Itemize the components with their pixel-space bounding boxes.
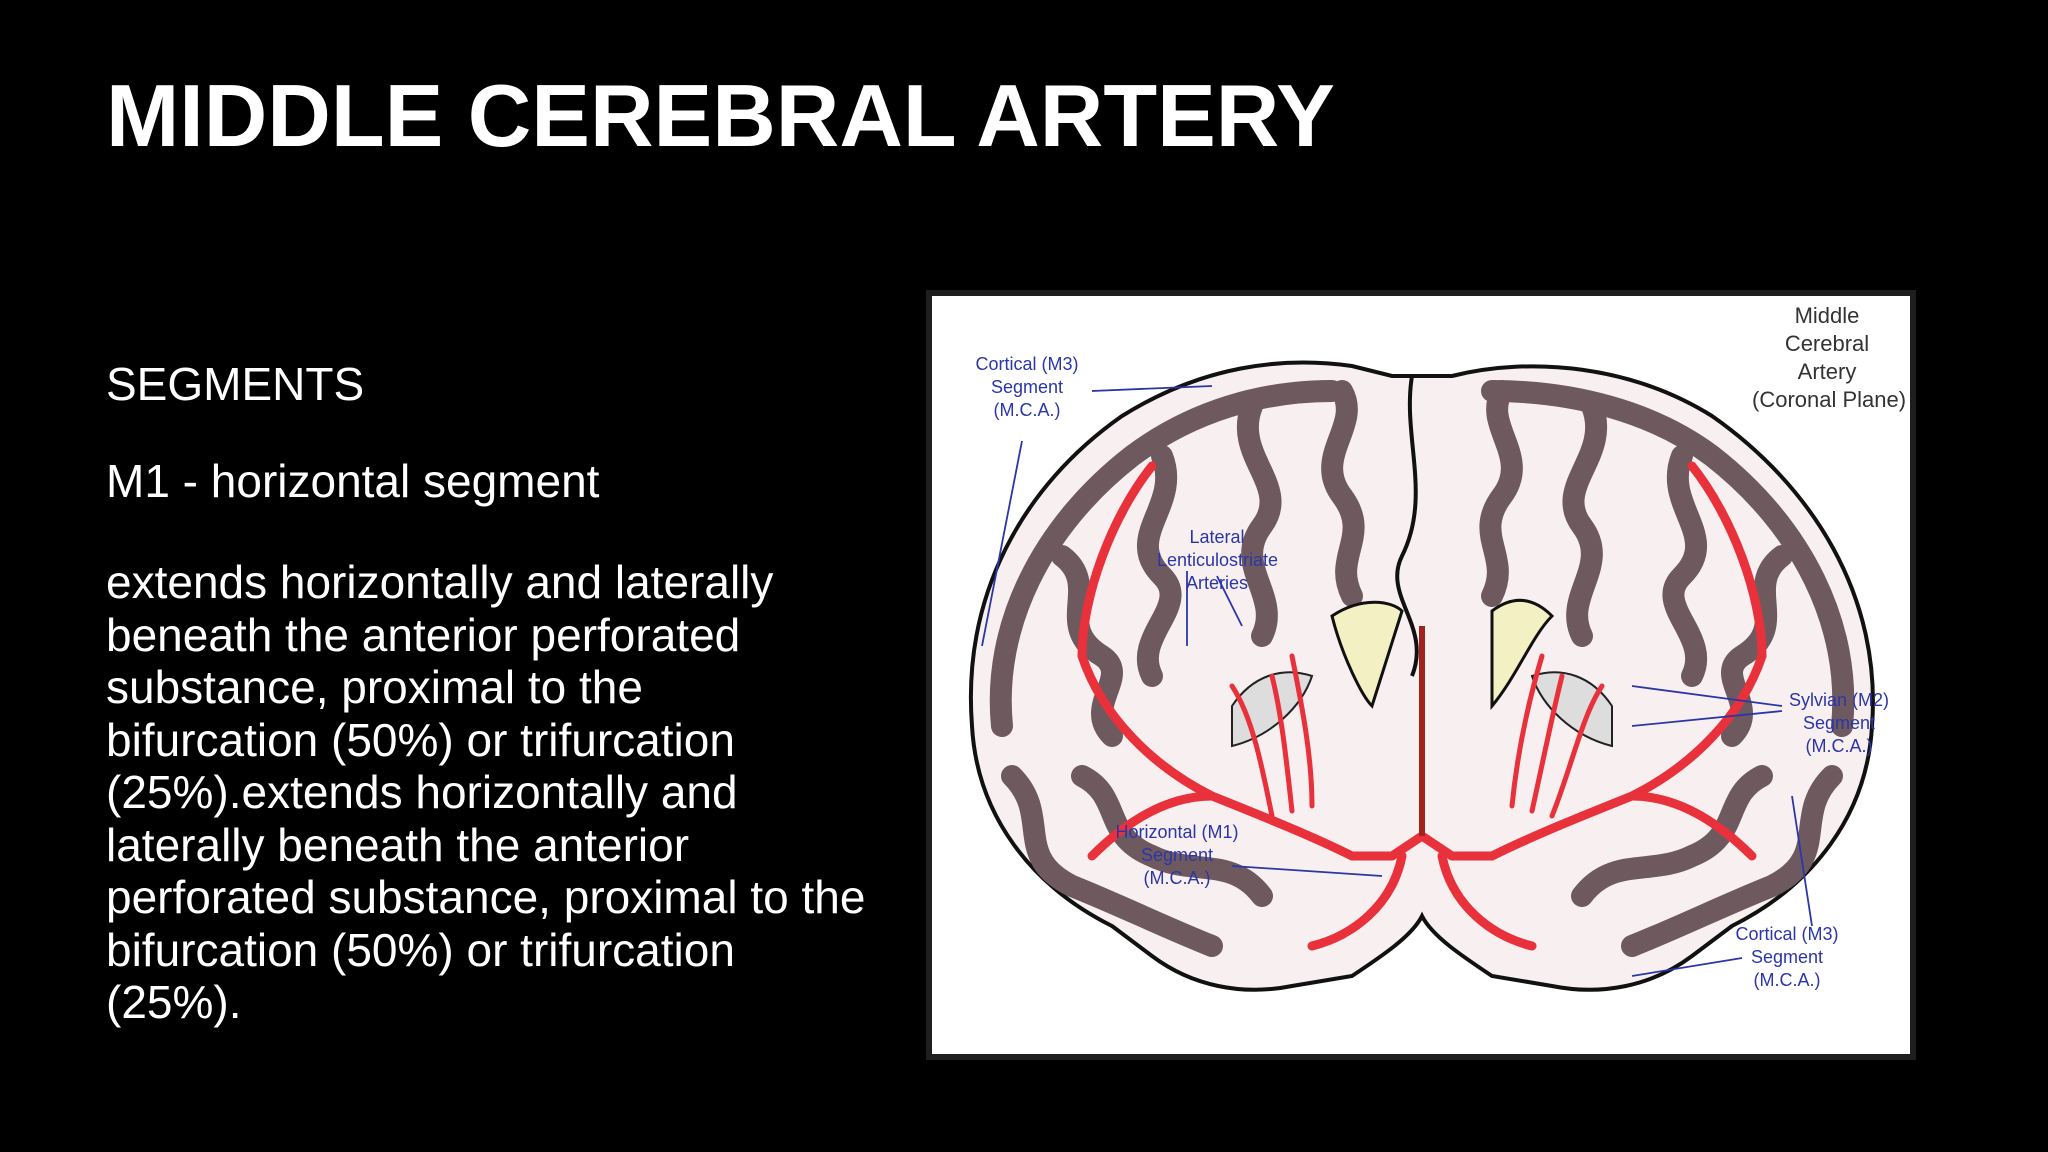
left-lateral-ventricle (1330, 600, 1404, 709)
interhemispheric-fissure (1395, 375, 1419, 677)
segment-description: extends horizontally and laterally benea… (106, 556, 866, 1028)
mca-diagram: Middle Cerebral Artery (Coronal Plane) C… (932, 296, 1910, 1054)
label-sylvian-m2: Sylvian (M2) Segment (M.C.A.) (1788, 690, 1890, 756)
cortex-gyri (989, 380, 1855, 957)
slide-title: MIDDLE CEREBRAL ARTERY (106, 66, 1335, 165)
label-cortical-m3-top-left: Cortical (M3) Segment (M.C.A.) (975, 354, 1079, 420)
label-horizontal-m1: Horizontal (M1) Segment (M.C.A.) (1115, 822, 1239, 888)
right-lateral-ventricle (1490, 598, 1555, 711)
coronal-brain-illustration (969, 360, 1875, 992)
lenticulostriate-arteries (1229, 653, 1605, 819)
label-cortical-m3-bottom-right: Cortical (M3) Segment (M.C.A.) (1735, 924, 1839, 990)
mca-arteries (1077, 461, 1767, 951)
label-lateral-lenticulostriate: Lateral Lenticulostriate Arteries (1157, 527, 1279, 593)
section-heading: SEGMENTS (106, 358, 365, 410)
segment-subheading: M1 - horizontal segment (106, 455, 600, 507)
label-leader-lines (981, 385, 1813, 977)
figure-caption: Middle Cerebral Artery (Coronal Plane) (1752, 303, 1907, 412)
mca-diagram-frame: Middle Cerebral Artery (Coronal Plane) C… (926, 290, 1916, 1060)
